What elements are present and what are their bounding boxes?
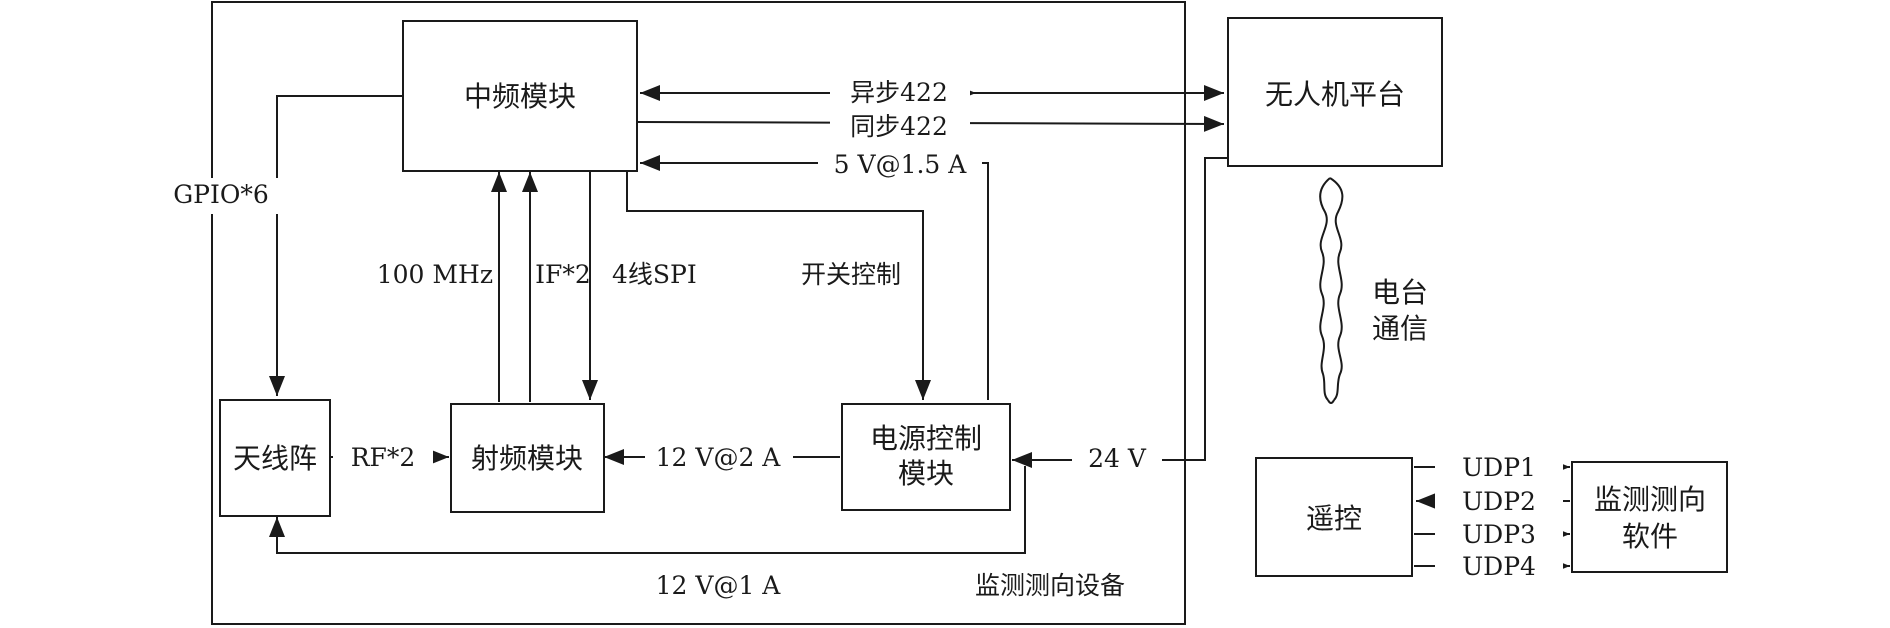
rf-module-box: [450, 403, 605, 513]
remote-control-box: [1255, 457, 1413, 577]
rf-x2-label: RF*2: [351, 443, 416, 472]
power-12v-1a-label: 12 V@1 A: [656, 571, 782, 600]
antenna-array-box: [219, 399, 331, 517]
udp1-label: UDP1: [1462, 453, 1536, 482]
power-12v-1a-line: [269, 466, 1026, 554]
udp4-label: UDP4: [1462, 552, 1536, 581]
gpio-line: [269, 95, 403, 396]
radio-link-label-line2: 通信: [1372, 312, 1428, 345]
if-module-label: 中频模块: [464, 80, 576, 113]
antenna-array-label: 天线阵: [233, 442, 317, 475]
switch-control-line: [626, 172, 931, 400]
power-12v-2a-label: 12 V@2 A: [656, 443, 782, 472]
radio-link-label-line1: 电台: [1372, 276, 1428, 309]
monitoring-software-label-line1: 监测测向: [1594, 483, 1706, 516]
remote-control-label: 遥控: [1306, 502, 1362, 535]
switch-control-label: 开关控制: [801, 260, 901, 289]
if-x2-label: IF*2: [535, 260, 591, 289]
udp3-label: UDP3: [1462, 520, 1536, 549]
if-module-box: [402, 20, 638, 172]
power-24v-line: [1012, 157, 1228, 468]
sync-422-label: 同步422: [850, 112, 948, 141]
radio-link-icon: [1319, 177, 1344, 404]
device-frame: [211, 1, 1186, 625]
spi-label: 4线SPI: [612, 260, 697, 289]
power-5v-line: [640, 155, 989, 400]
power-control-label-line2: 模块: [898, 457, 954, 490]
udp2-label: UDP2: [1462, 487, 1536, 516]
gpio-label: GPIO*6: [173, 180, 269, 209]
uav-platform-box: [1227, 17, 1443, 167]
power-5v-label: 5 V@1.5 A: [834, 150, 968, 179]
monitoring-software-label-line2: 软件: [1622, 520, 1678, 553]
async-422-label: 异步422: [850, 78, 948, 107]
uav-platform-label: 无人机平台: [1265, 78, 1405, 111]
rf-module-label: 射频模块: [471, 442, 583, 475]
power-24v-label: 24 V: [1088, 444, 1147, 473]
device-name-label: 监测测向设备: [975, 571, 1125, 600]
power-control-box: [841, 403, 1011, 511]
monitoring-software-box: [1571, 461, 1728, 573]
clock-100mhz-label: 100 MHz: [377, 260, 493, 289]
power-control-label-line1: 电源控制: [870, 422, 982, 455]
